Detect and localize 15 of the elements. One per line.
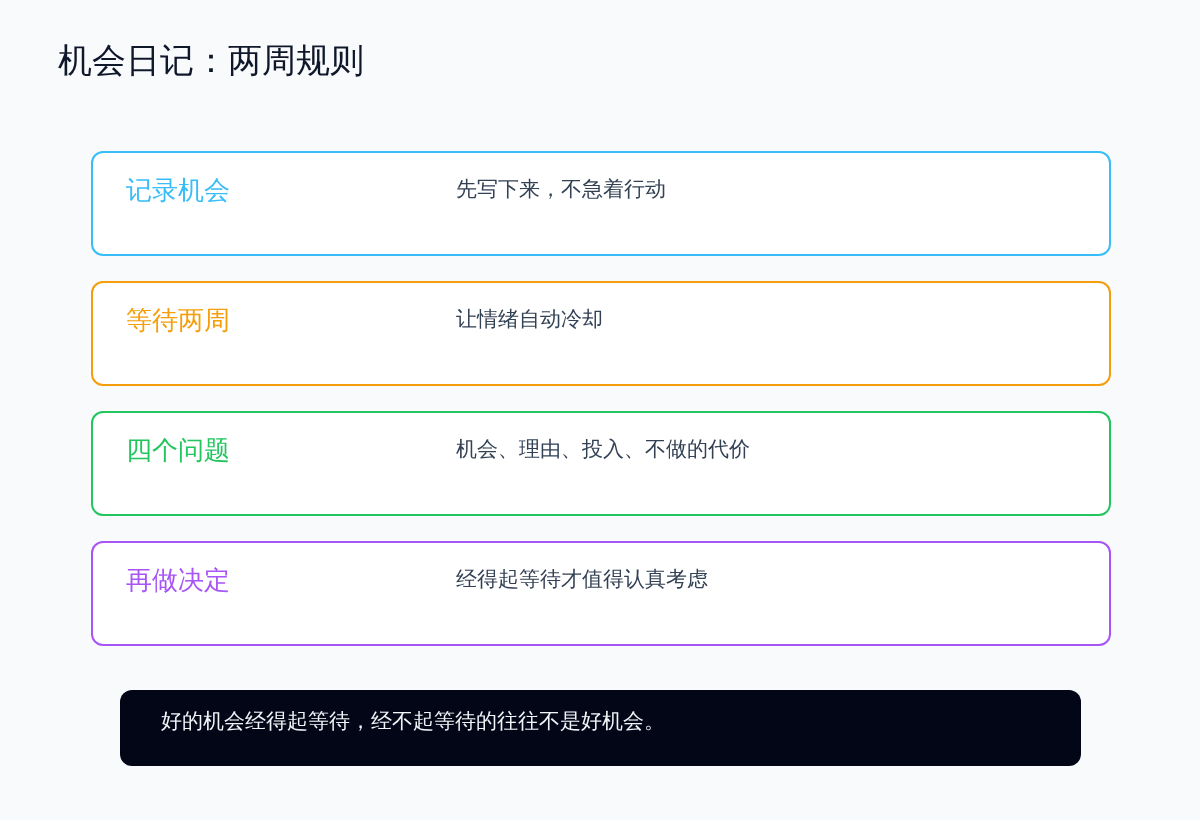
step-heading: 再做决定 (126, 564, 230, 597)
step-description: 先写下来，不急着行动 (456, 176, 666, 203)
step-heading: 记录机会 (126, 174, 230, 207)
step-card (91, 151, 1111, 256)
step-card (91, 411, 1111, 516)
summary-text: 好的机会经得起等待，经不起等待的往往不是好机会。 (161, 708, 665, 735)
step-card (91, 281, 1111, 386)
step-card (91, 541, 1111, 646)
step-heading: 等待两周 (126, 304, 230, 337)
step-description: 机会、理由、投入、不做的代价 (456, 436, 750, 463)
page-title: 机会日记：两周规则 (58, 39, 364, 82)
step-description: 让情绪自动冷却 (456, 306, 603, 333)
summary-banner (120, 690, 1081, 766)
step-heading: 四个问题 (126, 434, 230, 467)
step-description: 经得起等待才值得认真考虑 (456, 566, 708, 593)
